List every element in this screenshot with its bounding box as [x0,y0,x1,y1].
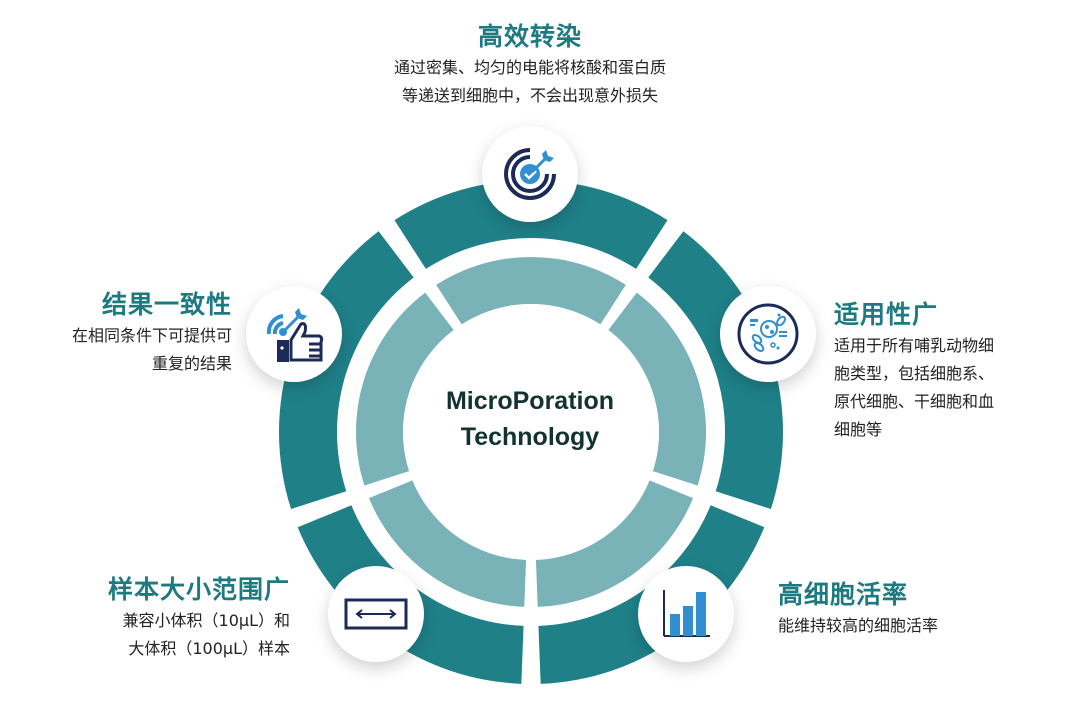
feature-title: 适用性广 [834,300,939,329]
bar-chart-icon [663,590,710,637]
ring-segment [394,179,668,269]
feature-consistent-results: 结果一致性 在相同条件下可提供可 重复的结果 [20,288,232,378]
target-icon [504,148,556,200]
ring-segment [279,231,414,510]
feature-desc-line: 细胞等 [834,420,883,439]
feature-desc-line: 大体积（100μL）样本 [128,639,290,658]
feature-title: 高细胞活率 [778,580,909,609]
feature-desc-line: 适用于所有哺乳动物细 [834,336,995,355]
icon-circle-right [720,286,816,382]
feature-title: 样本大小范围广 [107,575,290,604]
icon-circle-top [482,126,578,222]
feature-title: 高效转染 [477,22,582,51]
ring-segment [436,256,626,325]
feature-desc-line: 重复的结果 [151,354,232,373]
feature-broad-applicability: 适用性广 适用于所有哺乳动物细 胞类型，包括细胞系、 原代细胞、干细胞和血 细胞… [834,298,1064,444]
center-title-line1: MicroPoration [445,387,615,415]
icon-circle-bottom-right [638,566,734,662]
range-arrow-icon [344,598,408,630]
cells-icon [737,303,799,365]
feature-desc-line: 兼容小体积（10μL）和 [122,611,290,630]
feature-desc-line: 等递送到细胞中，不会出现意外损失 [401,86,658,105]
feature-desc-line: 胞类型，包括细胞系、 [834,364,995,383]
center-title: MicroPoration Technology [400,383,660,455]
feature-desc-line: 通过密集、均匀的电能将核酸和蛋白质 [393,58,666,77]
feature-title: 结果一致性 [101,290,232,319]
feature-efficient-transfection: 高效转染 通过密集、均匀的电能将核酸和蛋白质 等递送到细胞中，不会出现意外损失 [330,20,730,110]
inner-ring-segments [356,256,706,607]
feature-desc-line: 在相同条件下可提供可 [71,326,232,345]
ring-segment [368,480,527,607]
ring-segment [608,292,706,486]
center-disc [403,304,659,560]
ring-segment [648,231,783,510]
ring-segment [535,480,694,607]
feature-high-viability: 高细胞活率 能维持较高的细胞活率 [778,578,1038,640]
feature-desc-line: 能维持较高的细胞活率 [778,616,939,635]
target-thumbs-up-icon [266,308,324,362]
ring-segment [356,292,454,486]
feature-sample-range: 样本大小范围广 兼容小体积（10μL）和 大体积（100μL）样本 [40,573,290,663]
feature-desc-line: 原代细胞、干细胞和血 [834,392,995,411]
center-title-line2: Technology [460,423,600,451]
icon-circle-bottom-left [328,566,424,662]
icon-circle-left [246,286,342,382]
